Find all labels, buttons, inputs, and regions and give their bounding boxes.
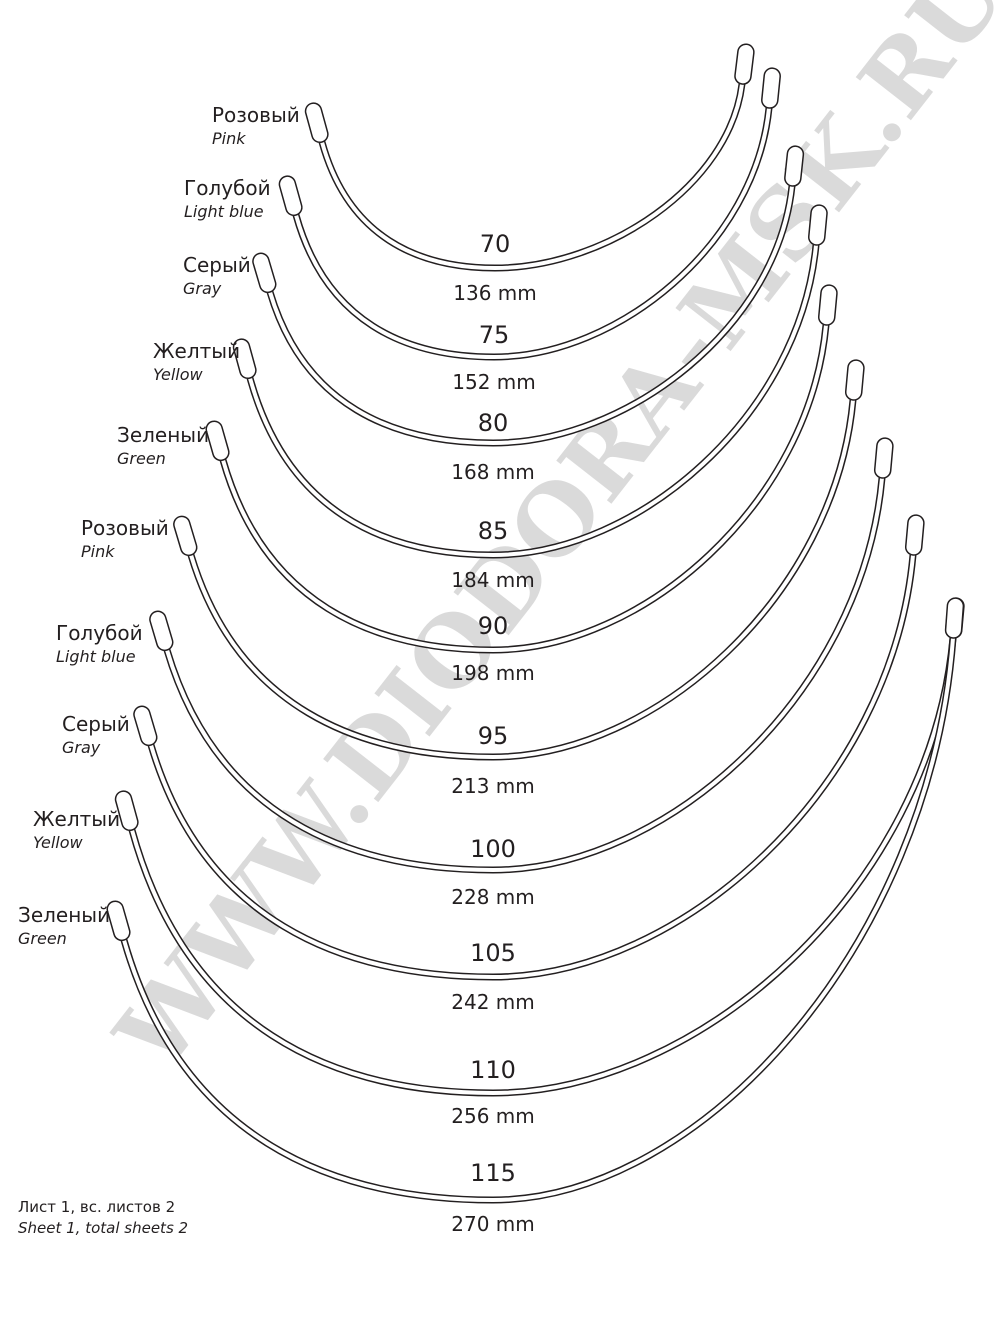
color-label-en: Yellow (33, 833, 84, 852)
color-label-en: Yellow (153, 365, 204, 384)
sheet-note-ru: Лист 1, вс. листов 2 (18, 1198, 175, 1216)
wire-tip-right (761, 67, 781, 109)
color-label-ru: Голубой (184, 176, 271, 200)
wire-outline (318, 83, 746, 272)
wire-core (189, 399, 855, 760)
wire-tip-right (904, 514, 925, 556)
color-label-ru: Зеленый (18, 903, 110, 927)
wire-tip-left (304, 102, 329, 144)
length-label: 136 mm (453, 281, 537, 305)
length-label: 228 mm (451, 885, 535, 909)
length-label: 256 mm (451, 1104, 535, 1128)
color-label-ru: Желтый (153, 339, 240, 363)
sheet-note-en: Sheet 1, total sheets 2 (18, 1219, 188, 1237)
color-label-en: Pink (212, 129, 246, 148)
color-label-ru: Серый (183, 253, 251, 277)
wire-tip-right (944, 597, 965, 639)
wire-tip-right (734, 43, 755, 85)
wire-tip-right (873, 437, 894, 479)
color-label-en: Light blue (184, 202, 264, 221)
wire-tip-left (114, 790, 139, 832)
wire-core (294, 107, 771, 360)
wire-tip-left (173, 515, 198, 557)
size-label: 100 (470, 835, 516, 863)
wire-tip-left (205, 420, 230, 462)
color-label-en: Pink (81, 542, 115, 561)
length-label: 270 mm (451, 1212, 535, 1236)
size-label: 80 (478, 409, 509, 437)
color-label-ru: Желтый (33, 807, 120, 831)
color-label-en: Green (117, 449, 166, 468)
size-label: 105 (470, 939, 516, 967)
wire-tip-left (278, 175, 303, 217)
wire-core (165, 477, 884, 873)
wire-core (130, 637, 955, 1096)
size-label: 70 (480, 230, 511, 258)
color-label-en: Gray (62, 738, 101, 757)
size-label: 75 (479, 321, 510, 349)
wire-core (221, 324, 828, 653)
size-label: 85 (478, 517, 509, 545)
length-label: 168 mm (451, 460, 535, 484)
color-label-ru: Розовый (212, 103, 300, 127)
length-label: 152 mm (452, 370, 536, 394)
wire-core (268, 185, 794, 446)
wire-core (149, 554, 915, 980)
length-label: 184 mm (451, 568, 535, 592)
color-label-ru: Зеленый (117, 423, 209, 447)
length-label: 198 mm (451, 661, 535, 685)
wire-tip-right (808, 204, 828, 246)
wire-tip-left (252, 252, 277, 294)
wire-tip-right (784, 145, 805, 187)
color-label-ru: Розовый (81, 516, 169, 540)
wire-tip-left (232, 338, 257, 380)
color-label-en: Light blue (56, 647, 136, 666)
size-label: 90 (478, 612, 509, 640)
wire-tip-left (133, 705, 158, 747)
size-label: 115 (470, 1159, 516, 1187)
wire-tip-left (106, 900, 131, 942)
size-label: 95 (478, 722, 509, 750)
wire-core (320, 83, 744, 271)
size-label: 110 (470, 1056, 516, 1084)
wire-core (248, 244, 818, 558)
wire-tip-right (817, 284, 838, 326)
length-label: 242 mm (451, 990, 535, 1014)
color-label-en: Gray (183, 279, 222, 298)
color-label-ru: Голубой (56, 621, 143, 645)
wire-tip-left (149, 610, 174, 652)
color-label-en: Green (18, 929, 67, 948)
wire-core (122, 637, 955, 1203)
color-label-ru: Серый (62, 712, 130, 736)
length-label: 213 mm (451, 774, 535, 798)
wire-tip-right (844, 359, 865, 401)
